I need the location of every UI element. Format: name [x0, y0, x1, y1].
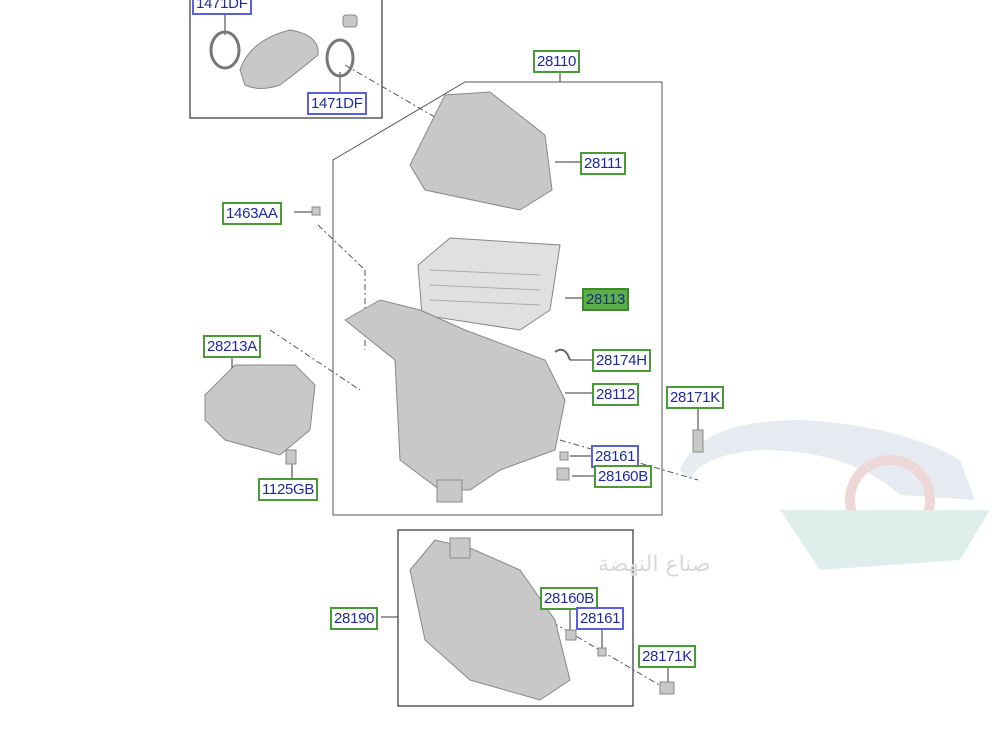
part-label-28160b-duct[interactable]: 28160B	[540, 587, 598, 610]
duct-frame	[397, 529, 634, 707]
part-label-28213a[interactable]: 28213A	[203, 335, 261, 358]
part-label-28113-highlighted[interactable]: 28113	[582, 288, 630, 311]
part-label-28174h[interactable]: 28174H	[592, 349, 651, 372]
part-label-28190[interactable]: 28190	[330, 607, 379, 630]
part-label-28110[interactable]: 28110	[533, 50, 581, 73]
watermark-logo	[680, 420, 990, 570]
assembly-frame	[332, 81, 663, 516]
part-label-1125gb[interactable]: 1125GB	[258, 478, 319, 501]
part-label-28112[interactable]: 28112	[592, 383, 640, 406]
part-label-28161-duct[interactable]: 28161	[576, 607, 625, 630]
part-label-28171k-duct[interactable]: 28171K	[638, 645, 696, 668]
part-label-28171k[interactable]: 28171K	[666, 386, 724, 409]
part-label-28161[interactable]: 28161	[591, 445, 640, 468]
watermark-text: صناع النهضة	[598, 552, 711, 577]
part-label-1471df[interactable]: 1471DF	[307, 92, 367, 115]
part-label-1471df-top[interactable]: 1471DF	[192, 0, 252, 15]
hose-inset-frame	[189, 0, 383, 119]
part-label-28111[interactable]: 28111	[580, 152, 626, 175]
part-label-1463aa[interactable]: 1463AA	[222, 202, 282, 225]
part-label-28160b[interactable]: 28160B	[594, 465, 652, 488]
